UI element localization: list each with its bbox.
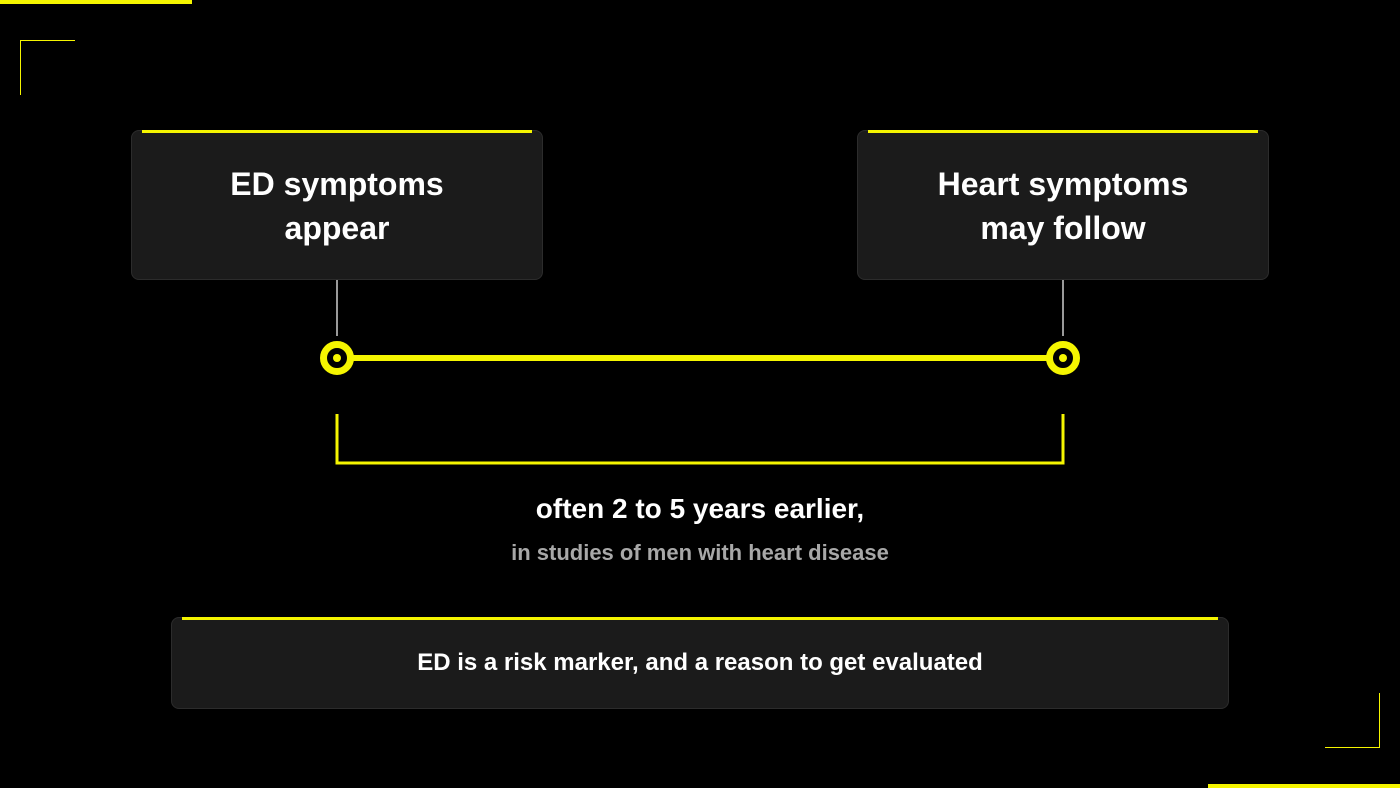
takeaway-text: ED is a risk marker, and a reason to get…: [417, 649, 983, 676]
takeaway-accent-line: [182, 617, 1218, 620]
corner-bracket-bottom-right: [1325, 693, 1380, 748]
corner-bracket-top-left: [20, 40, 75, 95]
interval-caption: often 2 to 5 years earlier,: [535, 493, 865, 524]
start-connector-line: [336, 280, 338, 336]
end-event-box: Heart symptoms may follow: [857, 130, 1269, 280]
top-accent-bar: [0, 0, 192, 4]
start-event-box: ED symptoms appear: [131, 130, 543, 280]
end-timeline-node-center: [1059, 354, 1067, 362]
interval-bracket: [335, 414, 1065, 465]
end-event-label-line-1: Heart symptoms: [937, 166, 1189, 202]
takeaway-box: ED is a risk marker, and a reason to get…: [171, 617, 1229, 709]
end-event-label-line-2: may follow: [980, 210, 1146, 246]
interval-subcaption: in studies of men with heart disease: [511, 540, 889, 565]
end-event-accent-line: [868, 130, 1258, 133]
start-event-accent-line: [142, 130, 532, 133]
bottom-accent-bar: [1208, 784, 1400, 788]
start-event-label-line-2: appear: [284, 210, 390, 246]
start-timeline-node-center: [333, 354, 341, 362]
end-connector-line: [1062, 280, 1064, 336]
start-event-label-line-1: ED symptoms: [230, 166, 444, 202]
